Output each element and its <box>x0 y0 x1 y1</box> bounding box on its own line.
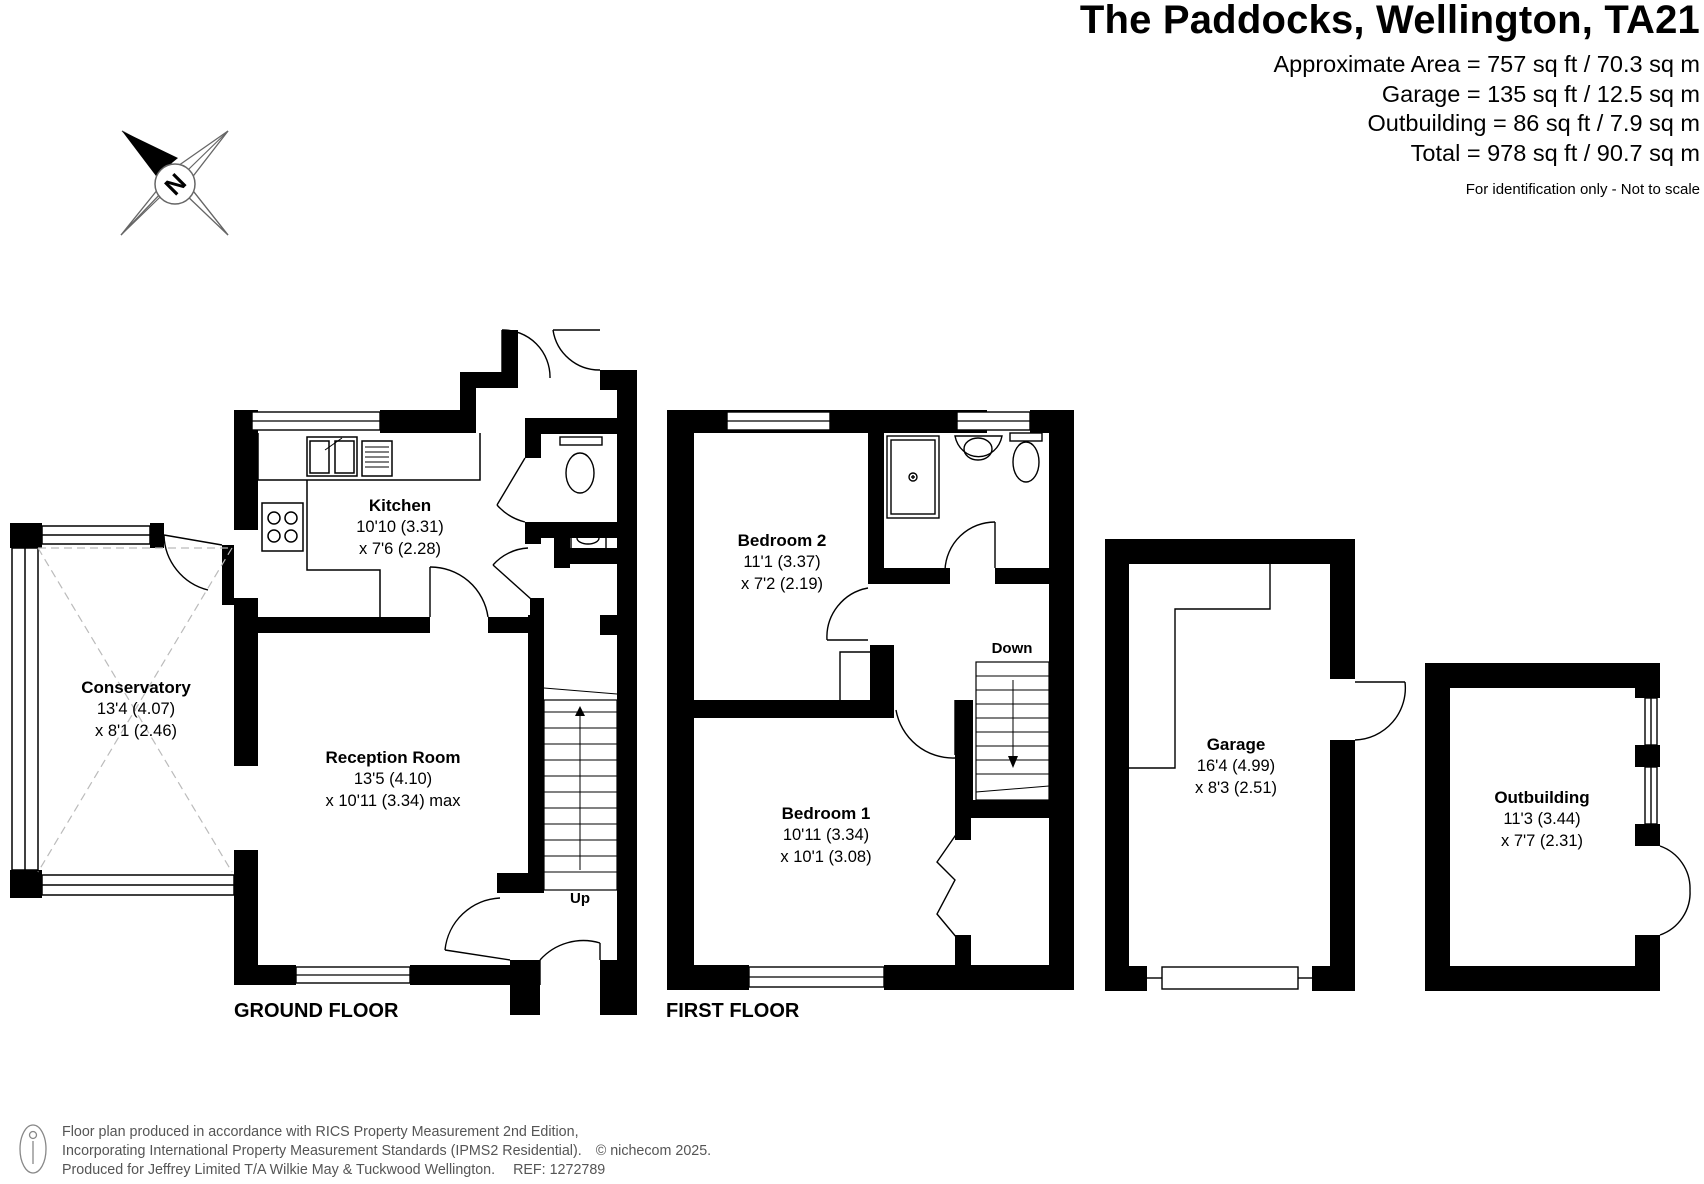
outbuilding-plan <box>1425 663 1691 991</box>
ground-floor-plan <box>10 329 637 1015</box>
bedroom2-dim1: 11'1 (3.37) <box>743 553 820 571</box>
person-icon <box>19 1124 47 1174</box>
bedroom1-dim1: 10'11 (3.34) <box>783 826 869 844</box>
disclaimer: For identification only - Not to scale <box>1465 181 1700 198</box>
compass-icon: N <box>120 130 229 236</box>
plan-title: The Paddocks, Wellington, TA21 <box>1079 0 1700 42</box>
garage-dim2: x 8'3 (2.51) <box>1195 779 1277 797</box>
stairs-up-label: Up <box>570 890 590 907</box>
footer-line-2-wrap: Incorporating International Property Mea… <box>62 1143 711 1159</box>
footer-ref: REF: 1272789 <box>513 1162 606 1178</box>
bedroom1-name: Bedroom 1 <box>782 804 871 823</box>
outbuilding-dim1: 11'3 (3.44) <box>1503 810 1580 828</box>
approximate-area: Approximate Area = 757 sq ft / 70.3 sq m <box>1273 51 1701 77</box>
reception-dim1: 13'5 (4.10) <box>354 770 432 788</box>
garage-plan <box>1105 539 1407 991</box>
conservatory-dim2: x 8'1 (2.46) <box>95 722 177 740</box>
footer-line-2: Incorporating International Property Mea… <box>62 1143 582 1159</box>
footer-line-3: Produced for Jeffrey Limited T/A Wilkie … <box>62 1162 496 1178</box>
room-labels: Kitchen 10'10 (3.31) x 7'6 (2.28) Conser… <box>81 496 1589 907</box>
conservatory-name: Conservatory <box>81 678 191 697</box>
bedroom2-dim2: x 7'2 (2.19) <box>741 575 823 593</box>
bedroom2-name: Bedroom 2 <box>738 531 827 550</box>
garage-area: Garage = 135 sq ft / 12.5 sq m <box>1381 80 1700 107</box>
reception-name: Reception Room <box>325 748 460 767</box>
first-floor-label: FIRST FLOOR <box>666 1000 800 1022</box>
footer-line-3-wrap: Produced for Jeffrey Limited T/A Wilkie … <box>62 1162 605 1178</box>
conservatory-dim1: 13'4 (4.07) <box>97 700 175 718</box>
kitchen-dim2: x 7'6 (2.28) <box>359 540 441 558</box>
ground-floor-label: GROUND FLOOR <box>234 1000 399 1022</box>
kitchen-name: Kitchen <box>369 496 431 515</box>
garage-dim1: 16'4 (4.99) <box>1197 757 1275 775</box>
garage-name: Garage <box>1207 735 1266 754</box>
stairs-down-label: Down <box>992 640 1033 657</box>
footer-copyright: © nichecom 2025. <box>595 1143 712 1159</box>
outbuilding-area: Outbuilding = 86 sq ft / 7.9 sq m <box>1367 110 1700 136</box>
outbuilding-dim2: x 7'7 (2.31) <box>1501 832 1583 850</box>
kitchen-dim1: 10'10 (3.31) <box>356 518 444 536</box>
footer-line-1: Floor plan produced in accordance with R… <box>62 1124 579 1140</box>
total-area: Total = 978 sq ft / 90.7 sq m <box>1410 139 1700 166</box>
first-floor-plan <box>667 410 1074 990</box>
bedroom1-dim2: x 10'1 (3.08) <box>780 848 871 866</box>
outbuilding-name: Outbuilding <box>1494 788 1589 807</box>
area-summary: Approximate Area = 757 sq ft / 70.3 sq m… <box>1274 50 1701 168</box>
reception-dim2: x 10'11 (3.34) max <box>326 792 462 810</box>
